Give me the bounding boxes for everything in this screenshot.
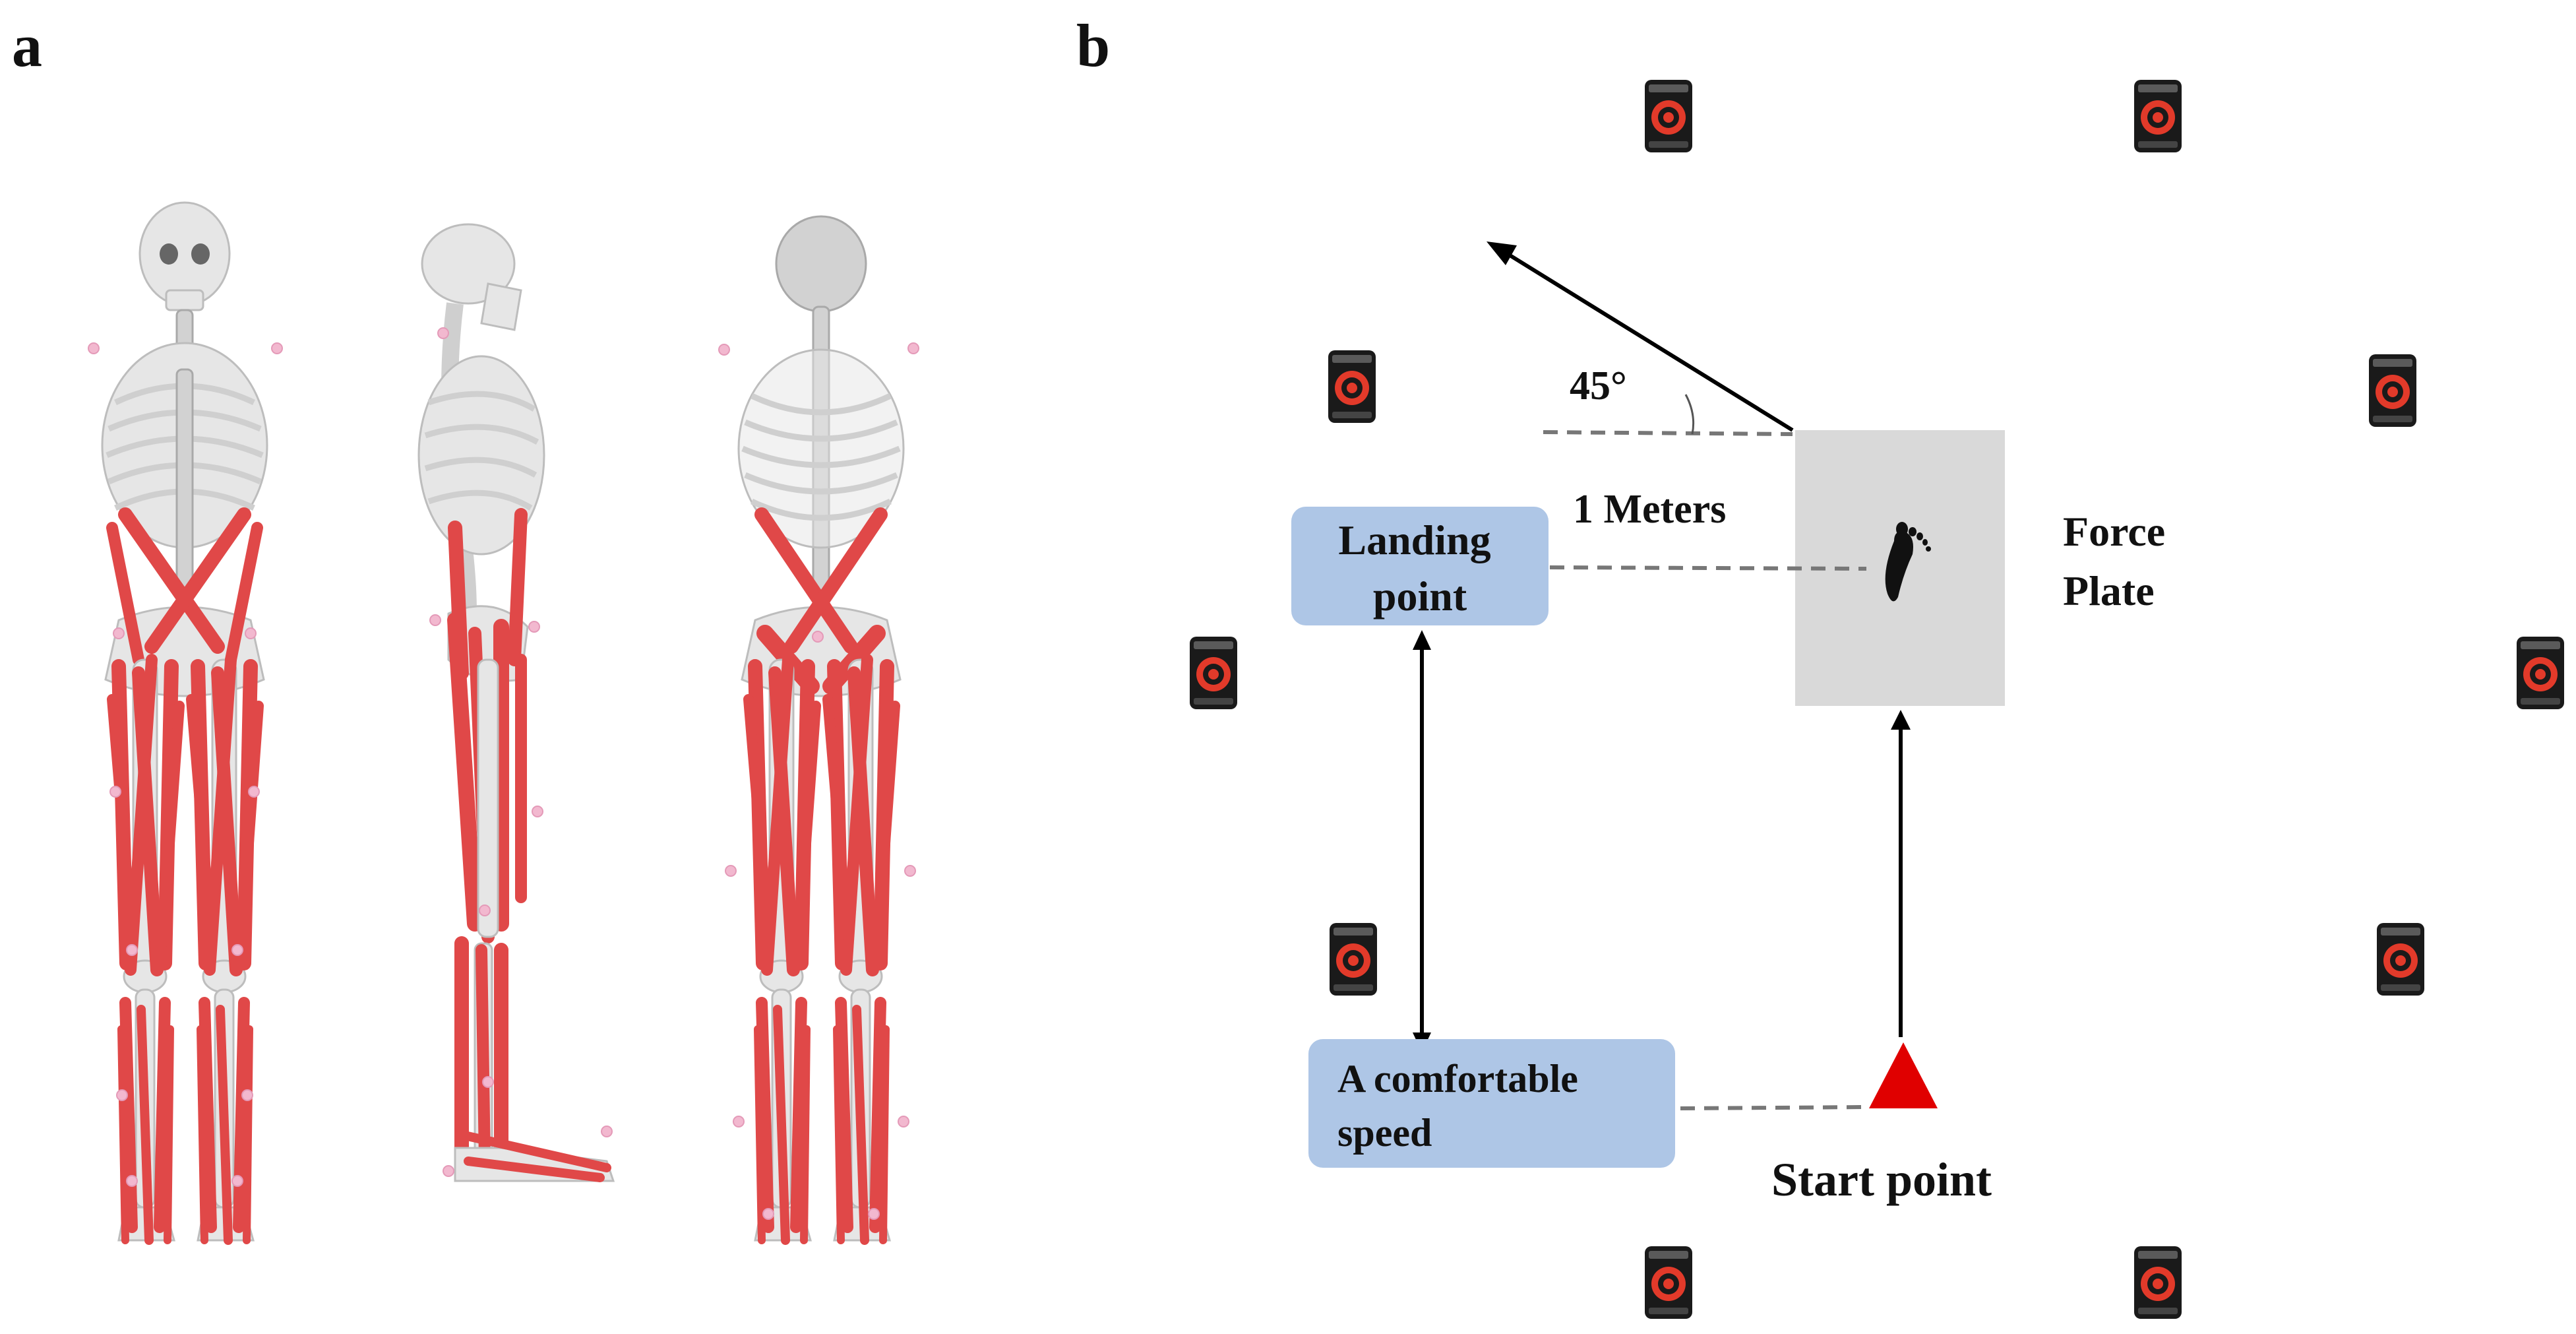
camera-icon	[1190, 637, 1237, 709]
camera-icon	[2369, 354, 2416, 427]
footprint-icon	[1885, 522, 1931, 602]
skeleton-side-view	[417, 223, 615, 1182]
angle-label: 45°	[1570, 364, 1627, 408]
skeleton-back-view	[718, 215, 919, 1240]
reference-dashed-line	[1543, 430, 1793, 436]
camera-icon	[2377, 923, 2424, 996]
distance-label: 1 Meters	[1573, 487, 1726, 532]
comfortable-speed-label: A comfortable speed	[1337, 1057, 1588, 1155]
direction-arrowhead	[1487, 241, 1517, 265]
landing-point-box	[1291, 507, 1549, 625]
camera-icon	[1645, 1246, 1692, 1319]
distance-dashed-line	[1549, 565, 1867, 571]
approach-arrowhead	[1891, 710, 1911, 730]
camera-icon	[2134, 80, 2182, 152]
panel-a-label: a	[12, 12, 42, 79]
comfortable-speed-box	[1308, 1039, 1675, 1168]
camera-icon	[1330, 923, 1377, 996]
start-dashed-line	[1680, 1105, 1867, 1110]
start-point-label: Start point	[1771, 1153, 1992, 1206]
camera-icon	[2517, 637, 2564, 709]
direction-arrow	[1496, 245, 1794, 432]
force-plate-label: Force Plate	[2063, 508, 2176, 614]
start-triangle-marker	[1869, 1042, 1938, 1108]
skeleton-front-view	[88, 201, 283, 1240]
camera-icon	[2134, 1246, 2182, 1319]
landing-point-label: Landing point	[1338, 517, 1501, 619]
double-arrow-top-head	[1413, 630, 1431, 650]
camera-icon	[1645, 80, 1692, 152]
panel-b-label: b	[1076, 12, 1110, 79]
angle-arc	[1684, 394, 1695, 435]
camera-icon	[1328, 350, 1376, 423]
